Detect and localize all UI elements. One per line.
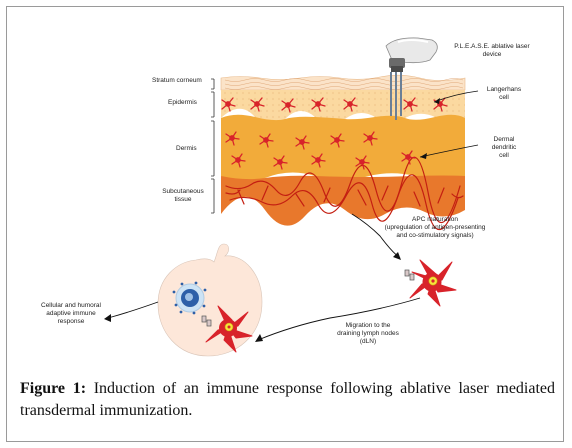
langerhans-label: Langerhans cell bbox=[486, 86, 522, 101]
stratum-corneum-label: Stratum corneum bbox=[152, 77, 202, 84]
laser-micropores bbox=[390, 72, 402, 120]
dermis-layer bbox=[221, 114, 465, 183]
caption-prefix: Figure 1: bbox=[20, 380, 87, 397]
lymphocyte-cell bbox=[172, 281, 207, 315]
lymph-node-dendritic-cell bbox=[201, 305, 253, 353]
subcutaneous-label: Subcutaneous tissue bbox=[162, 188, 204, 203]
laser-device-icon bbox=[385, 37, 438, 72]
langerhans-cells bbox=[221, 97, 448, 113]
mature-dendritic-cell bbox=[404, 259, 457, 307]
caption-text: Induction of an immune response followin… bbox=[20, 380, 556, 419]
stratum-corneum-layer bbox=[220, 74, 466, 91]
apc-maturation-label: APC maturation (upregulation of antigen-… bbox=[384, 216, 486, 239]
immune-response-arrow bbox=[107, 301, 159, 319]
migration-label: Migration to the draining lymph nodes (d… bbox=[337, 322, 399, 345]
dermal-dendritic-cells bbox=[225, 131, 416, 170]
subcutaneous-layer bbox=[221, 156, 465, 231]
figure-caption: Figure 1: Induction of an immune respons… bbox=[20, 378, 555, 422]
layer-brackets bbox=[211, 78, 215, 214]
dermal-dc-label: Dermal dendritic cell bbox=[491, 136, 517, 159]
device-label: P.L.E.A.S.E. ablative laser device bbox=[454, 43, 530, 58]
epidermis-layer bbox=[221, 90, 465, 127]
migration-arrow bbox=[257, 297, 421, 341]
immune-response-label: Cellular and humoral adaptive immune res… bbox=[41, 302, 101, 325]
maturation-arrow bbox=[351, 213, 401, 259]
dermis-label: Dermis bbox=[176, 145, 197, 152]
epidermis-label: Epidermis bbox=[168, 99, 197, 106]
